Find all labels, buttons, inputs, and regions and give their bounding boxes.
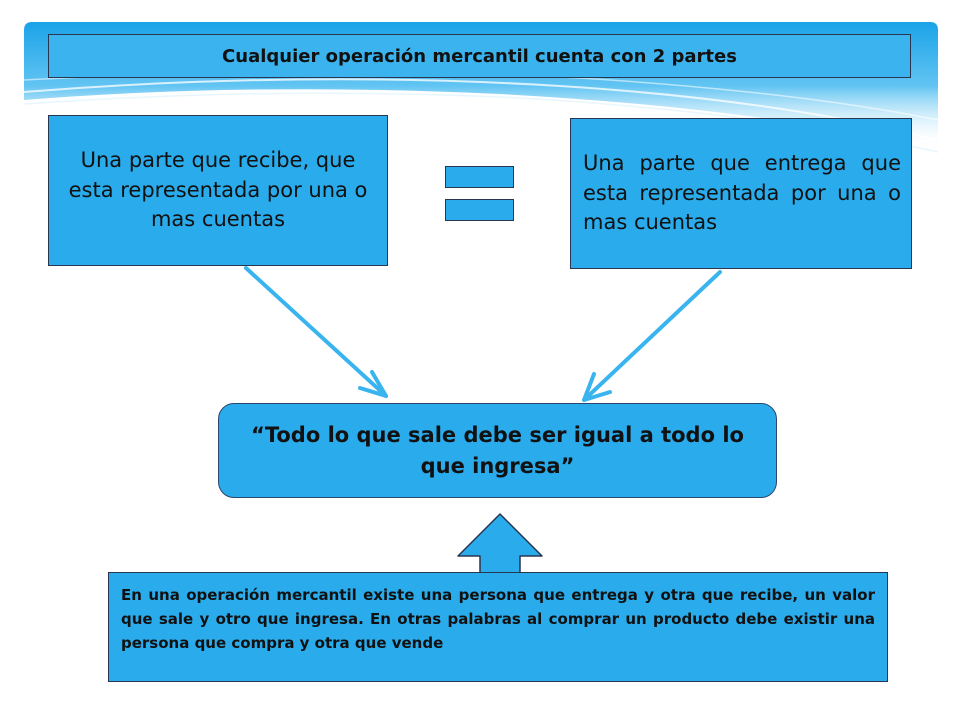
block-arrow-up-icon	[457, 513, 543, 575]
explanation-box: En una operación mercantil existe una pe…	[108, 572, 888, 682]
receiving-party-box: Una parte que recibe, que esta represent…	[48, 115, 388, 266]
principle-text: “Todo lo que sale debe ser igual a todo …	[251, 423, 744, 478]
arrow-icon	[582, 270, 722, 402]
principle-box: “Todo lo que sale debe ser igual a todo …	[218, 403, 777, 498]
title-box: Cualquier operación mercantil cuenta con…	[48, 34, 911, 78]
arrow-icon	[244, 266, 388, 398]
delivering-party-box: Una parte que entrega que esta represent…	[570, 118, 912, 269]
equals-icon-lower-bar	[445, 199, 514, 221]
equals-icon	[445, 166, 514, 188]
diagram-title: Cualquier operación mercantil cuenta con…	[222, 45, 737, 67]
delivering-party-text: Una parte que entrega que esta represent…	[583, 150, 901, 235]
receiving-party-text: Una parte que recibe, que esta represent…	[68, 147, 368, 232]
explanation-text: En una operación mercantil existe una pe…	[121, 586, 875, 652]
